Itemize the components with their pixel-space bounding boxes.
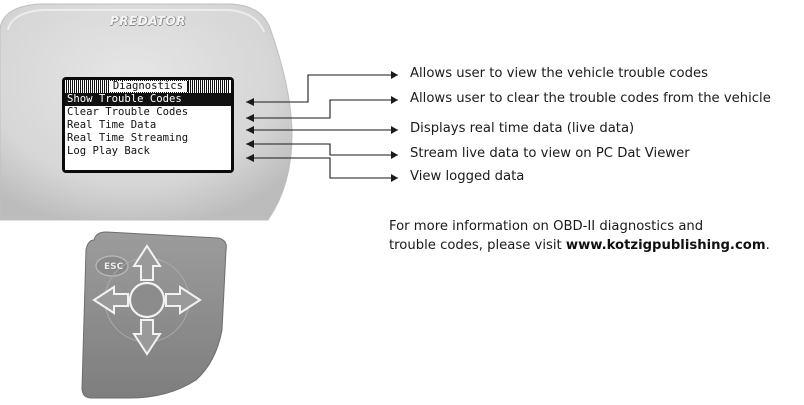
arrow-down-icon[interactable] <box>132 319 162 356</box>
callout-real-time-streaming: Stream live data to view on PC Dat Viewe… <box>410 146 690 161</box>
lcd-screen: Diagnostics Show Trouble Codes Clear Tro… <box>62 77 234 173</box>
info-paragraph: For more information on OBD-II diagnosti… <box>389 217 799 255</box>
menu-item-show-trouble-codes[interactable]: Show Trouble Codes <box>65 93 231 106</box>
lcd-title: Diagnostics <box>107 81 189 92</box>
info-line-2: trouble codes, please visit www.kotzigpu… <box>389 236 799 255</box>
website-link[interactable]: www.kotzigpublishing.com <box>565 238 766 253</box>
lcd-display: Diagnostics Show Trouble Codes Clear Tro… <box>65 80 231 170</box>
menu-item-log-play-back[interactable]: Log Play Back <box>67 145 150 157</box>
info-line-2-suffix: . <box>765 238 770 253</box>
info-line-1: For more information on OBD-II diagnosti… <box>389 219 704 234</box>
arrow-left-icon[interactable] <box>92 285 129 315</box>
arrow-up-icon[interactable] <box>132 244 162 281</box>
callout-real-time-data: Displays real time data (live data) <box>410 121 635 136</box>
callout-clear-trouble-codes: Allows user to clear the trouble codes f… <box>410 91 771 106</box>
menu-item-clear-trouble-codes[interactable]: Clear Trouble Codes <box>67 106 189 118</box>
callout-show-trouble-codes: Allows user to view the vehicle trouble … <box>410 66 708 81</box>
lcd-title-bar: Diagnostics <box>66 80 230 93</box>
menu-item-real-time-data[interactable]: Real Time Data <box>67 119 157 131</box>
brand-logo: PREDATOR <box>110 14 186 28</box>
center-select-icon[interactable] <box>128 281 166 319</box>
info-line-2-prefix: trouble codes, please visit <box>389 238 566 253</box>
esc-label: ESC <box>104 262 124 272</box>
menu-item-real-time-streaming[interactable]: Real Time Streaming <box>67 132 189 144</box>
arrow-right-icon[interactable] <box>165 285 202 315</box>
callout-log-play-back: View logged data <box>410 169 525 184</box>
